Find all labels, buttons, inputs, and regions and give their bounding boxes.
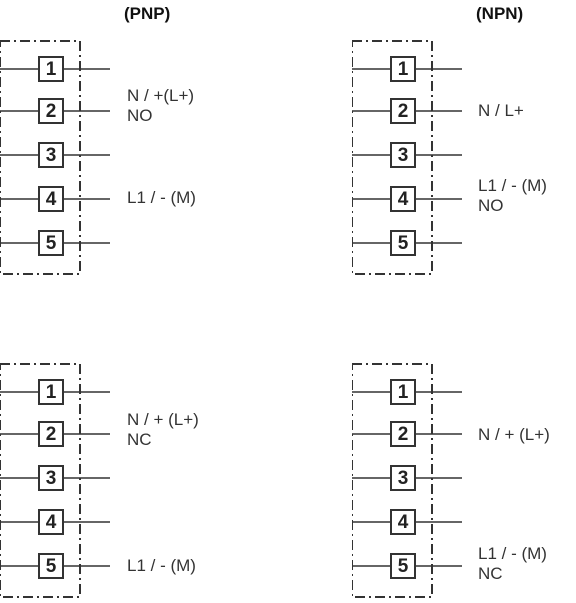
terminal-3: 3 xyxy=(390,465,416,491)
pnp-no-diagram: 1 2 3 4 5 xyxy=(0,40,160,280)
terminal-5: 5 xyxy=(38,230,64,256)
npn-nc-terminal-5-label: L1 / - (M) NC xyxy=(478,544,547,585)
npn-nc-wiring xyxy=(352,363,462,598)
terminal-5: 5 xyxy=(38,553,64,579)
terminal-4: 4 xyxy=(38,186,64,212)
label-line: NO xyxy=(127,106,153,126)
terminal-4: 4 xyxy=(390,186,416,212)
npn-no-wiring xyxy=(352,40,462,275)
terminal-4: 4 xyxy=(38,509,64,535)
terminal-3: 3 xyxy=(390,142,416,168)
label-line: N / L+ xyxy=(478,101,524,120)
pnp-nc-terminal-2-label: N / + (L+) NC xyxy=(127,410,199,451)
label-line: L1 / - (M) xyxy=(127,188,196,207)
terminal-2: 2 xyxy=(390,98,416,124)
npn-no-terminal-4-label: L1 / - (M) NO xyxy=(478,176,547,217)
terminal-3: 3 xyxy=(38,142,64,168)
terminal-5: 5 xyxy=(390,553,416,579)
pnp-no-wiring xyxy=(0,40,110,275)
label-line: L1 / - (M) xyxy=(127,556,196,575)
pnp-no-terminal-2-label: N / +(L+) NO xyxy=(127,86,194,127)
label-line: L1 / - (M) xyxy=(478,544,547,563)
npn-nc-diagram: 1 2 3 4 5 xyxy=(352,363,512,603)
npn-nc-terminal-2-label: N / + (L+) xyxy=(478,425,550,445)
pnp-header: (PNP) xyxy=(124,4,171,23)
label-line: NC xyxy=(478,564,503,584)
terminal-2: 2 xyxy=(38,98,64,124)
pnp-nc-wiring xyxy=(0,363,110,598)
terminal-4: 4 xyxy=(390,509,416,535)
terminal-3: 3 xyxy=(38,465,64,491)
terminal-1: 1 xyxy=(390,379,416,405)
label-line: NO xyxy=(478,196,504,216)
label-line: NC xyxy=(127,430,152,450)
label-line: N / + (L+) xyxy=(478,425,550,444)
terminal-1: 1 xyxy=(390,56,416,82)
pnp-no-terminal-4-label: L1 / - (M) xyxy=(127,188,196,208)
terminal-5: 5 xyxy=(390,230,416,256)
label-line: N / + (L+) xyxy=(127,410,199,429)
npn-no-terminal-2-label: N / L+ xyxy=(478,101,524,121)
terminal-1: 1 xyxy=(38,56,64,82)
terminal-1: 1 xyxy=(38,379,64,405)
npn-no-diagram: 1 2 3 4 5 xyxy=(352,40,512,280)
label-line: N / +(L+) xyxy=(127,86,195,105)
npn-header: (NPN) xyxy=(476,4,524,23)
pnp-nc-terminal-5-label: L1 / - (M) xyxy=(127,556,196,576)
label-line: L1 / - (M) xyxy=(478,176,547,195)
terminal-2: 2 xyxy=(38,421,64,447)
pnp-nc-diagram: 1 2 3 4 5 xyxy=(0,363,160,603)
terminal-2: 2 xyxy=(390,421,416,447)
